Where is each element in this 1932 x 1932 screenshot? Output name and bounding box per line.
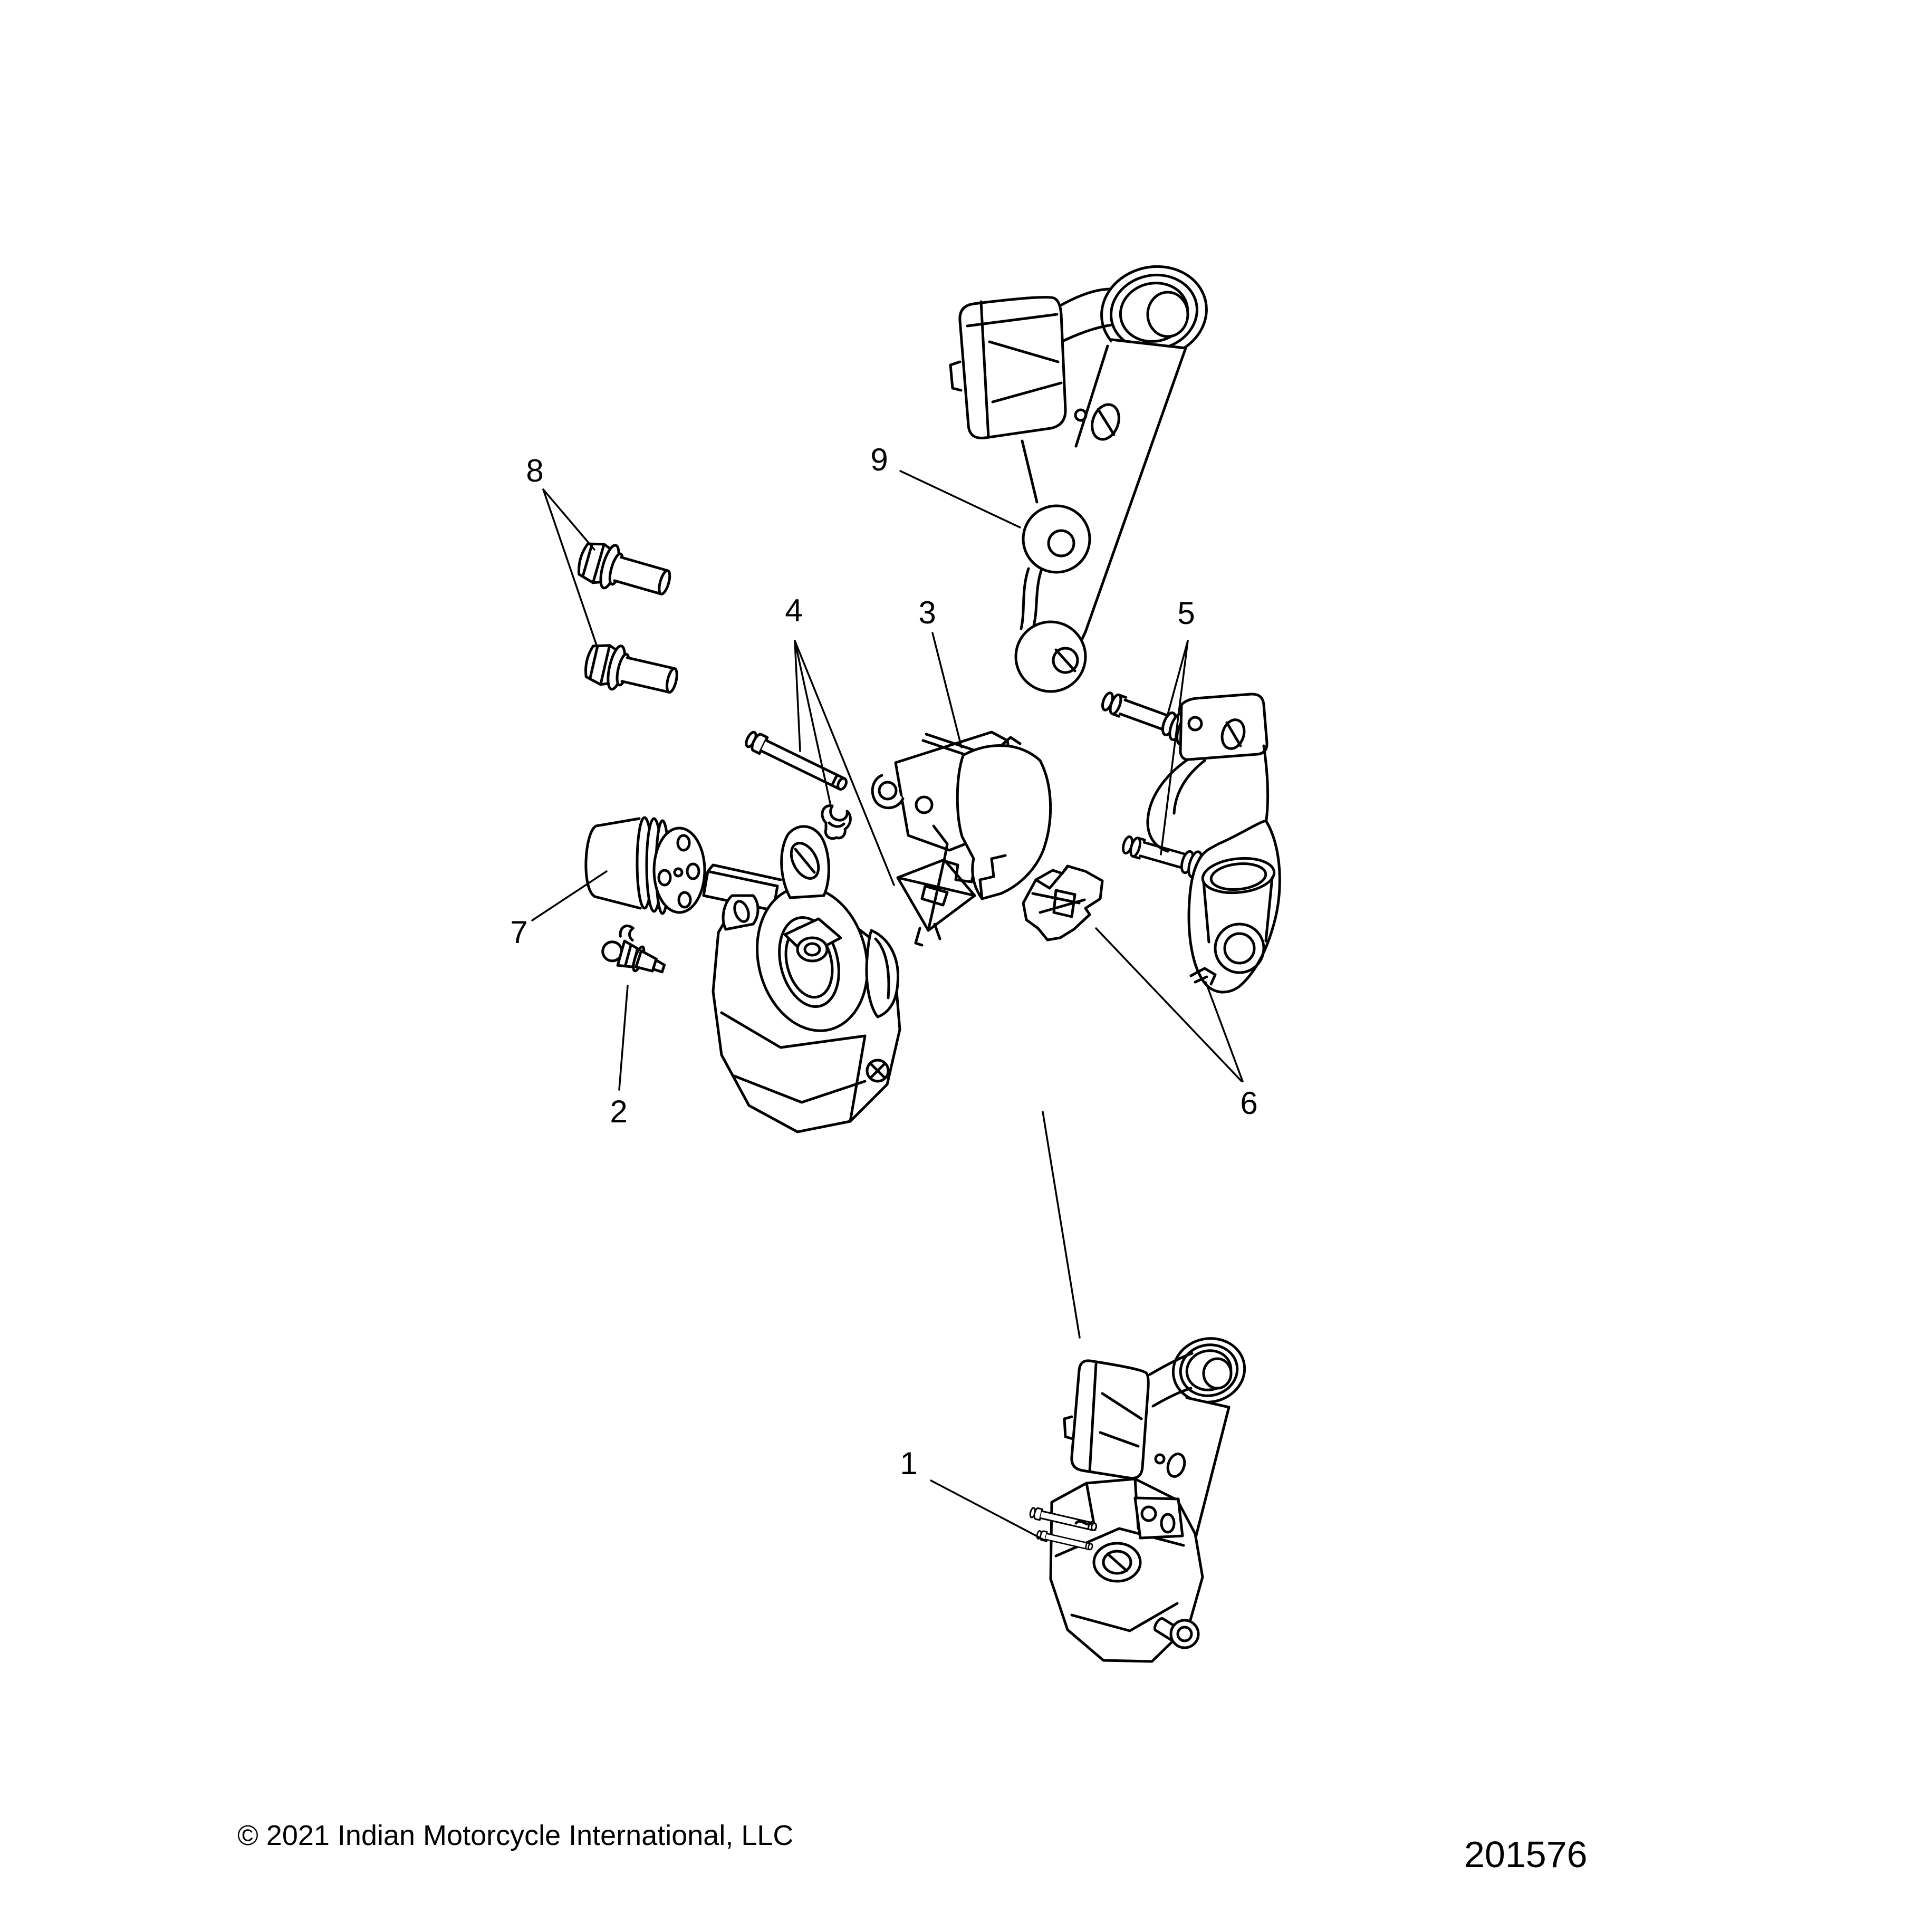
figure-number: 201576 [1464, 1834, 1588, 1875]
leader-line-4 [794, 640, 831, 804]
brake-pads [871, 730, 1052, 900]
leader-line-3 [931, 632, 963, 748]
callout-2: 2 [610, 1094, 627, 1129]
copyright-text: © 2021 Indian Motorcycle International, … [237, 1820, 793, 1851]
callout-1: 1 [900, 1446, 917, 1481]
leader-lines [531, 470, 1244, 1542]
callout-4: 4 [785, 593, 802, 628]
caliper-housing [702, 825, 901, 1133]
callout-3: 3 [918, 595, 936, 630]
leader-line-4 [794, 640, 895, 886]
callout-numbers: 1 2 3 4 5 6 7 8 9 [510, 442, 1257, 1481]
leader-line-7 [531, 870, 608, 921]
leader-line-6 [1095, 927, 1243, 1082]
leader-line-2 [618, 985, 629, 1091]
callout-5: 5 [1177, 595, 1195, 631]
mounting-bolts [574, 537, 681, 703]
upper-mount-bracket [949, 265, 1208, 693]
leader-line-5 [1166, 640, 1189, 717]
leader-line-8 [542, 488, 599, 649]
piston-cap [584, 816, 706, 915]
callout-9: 9 [870, 442, 888, 477]
leader-line-5 [1160, 640, 1189, 856]
caliper-assembly-complete [1028, 1337, 1246, 1663]
leader-line-9 [899, 470, 1021, 528]
leader-line-6 [1205, 981, 1244, 1082]
pad-retainer-clip [1022, 864, 1104, 941]
explosion-reference-line [1042, 1111, 1081, 1339]
callout-7: 7 [510, 915, 527, 950]
callout-8: 8 [526, 453, 543, 488]
bleeder-valve [601, 925, 666, 974]
carrier-bracket [1099, 686, 1281, 994]
leader-line-8 [542, 488, 595, 551]
leader-line-1 [930, 1479, 1047, 1542]
callout-6: 6 [1240, 1085, 1257, 1121]
leader-line-4 [794, 640, 801, 752]
